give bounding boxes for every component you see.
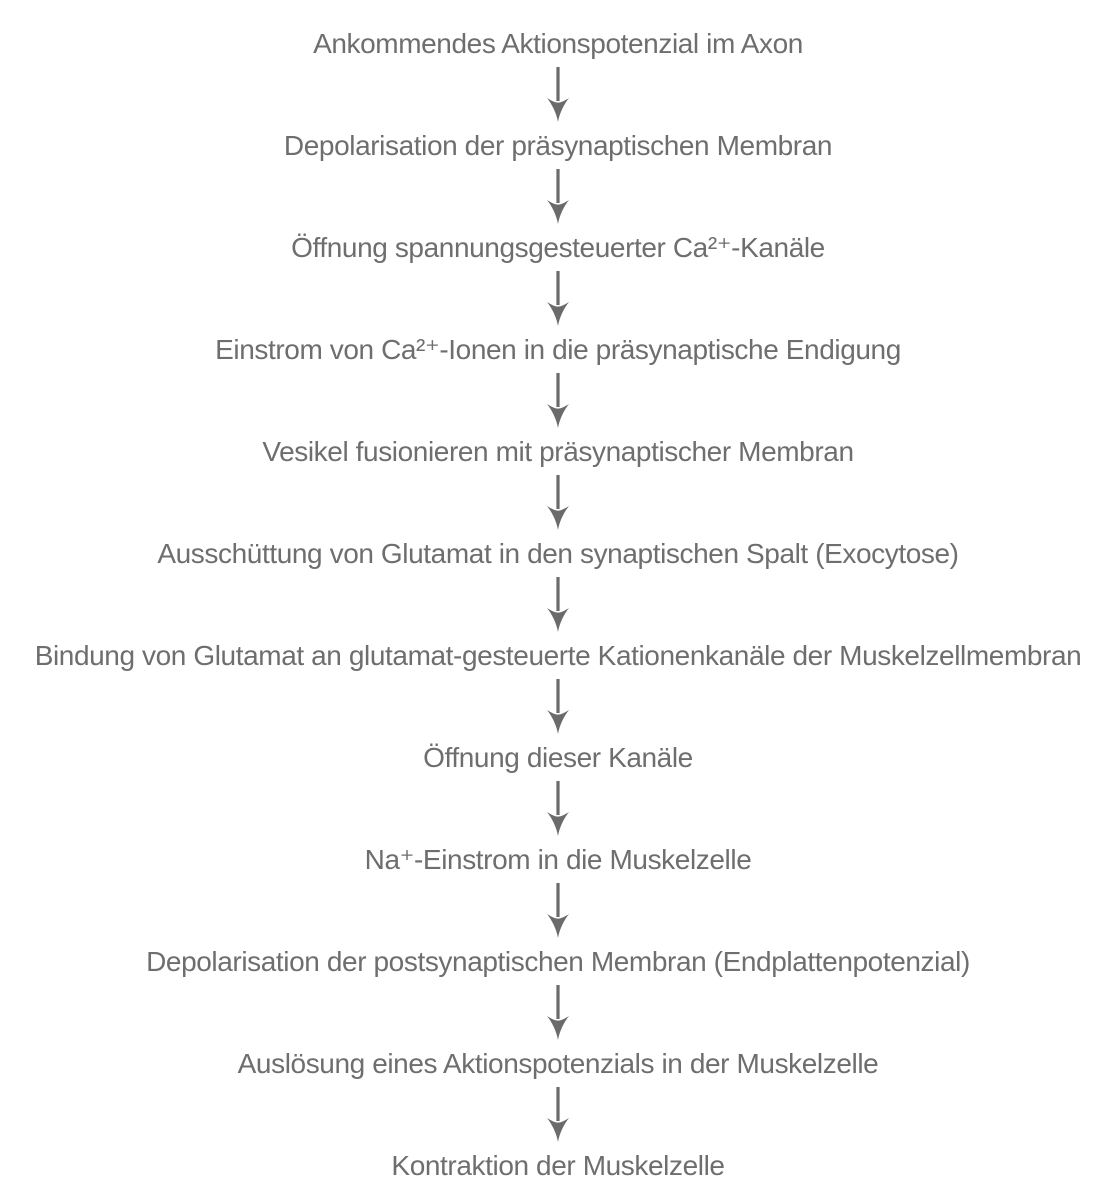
down-arrow-icon	[547, 373, 569, 428]
flow-step-8: Öffnung dieser Kanäle	[423, 742, 693, 773]
down-arrow-icon	[547, 679, 569, 734]
flow-step-3: Öffnung spannungsgesteuerter Ca²⁺-Kanäle	[291, 232, 825, 263]
flow-step-11: Auslösung eines Aktionspotenzials in der…	[237, 1048, 879, 1079]
flow-step-10: Depolarisation der postsynaptischen Memb…	[146, 946, 970, 977]
down-arrow-icon	[547, 475, 569, 530]
down-arrow-icon	[547, 67, 569, 122]
flow-step-7: Bindung von Glutamat an glutamat-gesteue…	[34, 640, 1082, 671]
flow-step-9: Na⁺-Einstrom in die Muskelzelle	[364, 844, 752, 875]
down-arrow-icon	[547, 577, 569, 632]
flow-step-1: Ankommendes Aktionspotenzial im Axon	[313, 28, 803, 59]
flow-step-4: Einstrom von Ca²⁺-Ionen in die präsynapt…	[215, 334, 901, 365]
down-arrow-icon	[547, 169, 569, 224]
flow-step-12: Kontraktion der Muskelzelle	[391, 1150, 725, 1181]
flow-step-2: Depolarisation der präsynaptischen Membr…	[283, 130, 833, 161]
down-arrow-icon	[547, 271, 569, 326]
down-arrow-icon	[547, 883, 569, 938]
down-arrow-icon	[547, 781, 569, 836]
down-arrow-icon	[547, 985, 569, 1040]
down-arrow-icon	[547, 1087, 569, 1142]
flow-step-6: Ausschüttung von Glutamat in den synapti…	[157, 538, 959, 569]
flow-step-5: Vesikel fusionieren mit präsynaptischer …	[262, 436, 854, 467]
